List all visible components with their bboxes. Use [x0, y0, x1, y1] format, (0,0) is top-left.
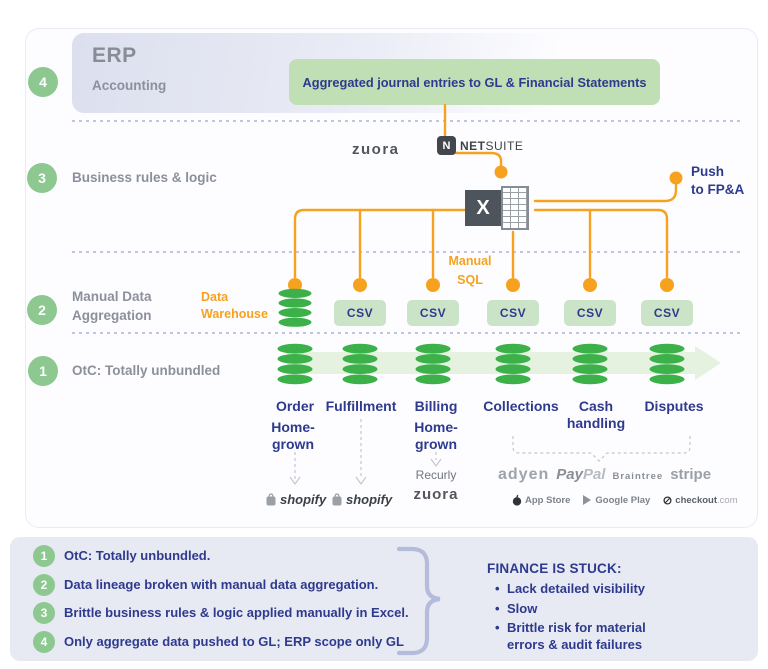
push-line2: to FP&A — [691, 182, 745, 197]
netsuite-net: NET — [460, 138, 486, 153]
csv-box-1: CSV — [334, 300, 386, 326]
summary-item-3: Brittle business rules & logic applied m… — [64, 605, 409, 620]
layer-2-label: Manual Data Aggregation — [72, 287, 152, 325]
layer-1-label: OtC: Totally unbundled — [72, 363, 221, 378]
google-play-text: Google Play — [595, 494, 651, 506]
database-icon-fulfillment — [342, 343, 378, 385]
stage-label-cash-handling: Cash handling — [566, 398, 626, 431]
netsuite-wordmark: NETSUITE — [460, 139, 523, 153]
csv-box-4: CSV — [564, 300, 616, 326]
finance-bullet-1: Lack detailed visibility — [495, 581, 657, 598]
stage-label-billing: Billing — [414, 398, 458, 414]
checkout-circle-icon — [663, 495, 672, 505]
stage-label-fulfillment: Fulfillment — [325, 398, 397, 414]
push-to-fpa-label: Push to FP&A — [691, 163, 744, 199]
layer-3-badge: 3 — [27, 163, 57, 193]
app-store-logo: App Store — [512, 494, 570, 506]
excel-x-pane: X — [465, 190, 501, 226]
summary-item-1: OtC: Totally unbundled. — [64, 548, 211, 563]
shopify-bag-icon — [332, 493, 342, 506]
excel-sheet-grid — [501, 186, 529, 230]
database-icon-order — [277, 343, 313, 385]
summary-item-4: Only aggregate data pushed to GL; ERP sc… — [64, 634, 404, 649]
zuora-logo: zuora — [352, 141, 400, 158]
paypal-pay: Pay — [556, 466, 583, 483]
finance-stuck-title: FINANCE IS STUCK: — [487, 561, 622, 576]
layer-2-badge: 2 — [27, 295, 57, 325]
app-store-logos-row: App Store Google Play checkout.com — [512, 494, 738, 506]
manual-sql-line1: Manual — [448, 254, 492, 268]
play-triangle-icon — [583, 495, 592, 505]
push-line1: Push — [691, 164, 725, 179]
summary-badge-2: 2 — [33, 574, 55, 596]
layer-3-label: Business rules & logic — [72, 170, 217, 185]
stage-label-disputes: Disputes — [644, 398, 704, 414]
database-icon-disputes — [649, 343, 685, 385]
braintree-logo: Braintree — [612, 471, 664, 482]
shopify-bag-icon — [266, 493, 276, 506]
finance-stuck-bullets: Lack detailed visibility Slow Brittle ri… — [495, 581, 657, 656]
paypal-logo: PayPal — [556, 466, 605, 483]
finance-bullet-3: Brittle risk for material errors & audit… — [495, 620, 657, 653]
data-warehouse-label: Data Warehouse — [201, 289, 268, 323]
apple-icon — [512, 494, 522, 506]
layer-2-label-line2: Aggregation — [72, 308, 152, 323]
stripe-logo: stripe — [670, 466, 712, 483]
excel-icon: X — [465, 184, 533, 232]
app-store-text: App Store — [525, 494, 571, 506]
csv-box-3: CSV — [487, 300, 539, 326]
process-arrow-head — [695, 346, 721, 380]
layer-1-badge: 1 — [28, 356, 58, 386]
shopify-wordmark: shopify — [346, 492, 393, 507]
shopify-logo-order: shopify — [265, 492, 326, 507]
shopify-wordmark: shopify — [280, 492, 327, 507]
summary-badge-1: 1 — [33, 545, 55, 567]
csv-box-2: CSV — [407, 300, 459, 326]
shopify-logo-fulfillment: shopify — [331, 492, 392, 507]
checkout-tld: .com — [717, 494, 738, 506]
netsuite-icon: N — [437, 136, 456, 155]
summary-item-2: Data lineage broken with manual data agg… — [64, 577, 379, 592]
recurly-logo: Recurly — [415, 468, 457, 482]
homegrown-label-billing: Home-grown — [414, 419, 458, 452]
paypal-pal: Pal — [582, 466, 606, 483]
database-icon-collections — [495, 343, 531, 385]
database-icon-warehouse — [278, 288, 312, 327]
finance-bullet-2: Slow — [495, 601, 657, 618]
adyen-logo: adyen — [498, 466, 550, 483]
stage-label-collections: Collections — [483, 398, 559, 414]
payment-logos-row: adyen PayPal Braintree stripe — [498, 466, 711, 484]
stage-label-order: Order — [275, 398, 315, 414]
zuora-logo-billing: zuora — [413, 486, 459, 503]
aggregated-journal-banner: Aggregated journal entries to GL & Finan… — [289, 59, 660, 105]
manual-sql-label: Manual SQL — [438, 252, 502, 290]
database-icon-billing — [415, 343, 451, 385]
checkout-text: checkout.com — [675, 495, 737, 506]
google-play-logo: Google Play — [583, 495, 650, 506]
brace-shape — [396, 546, 441, 656]
data-warehouse-line2: Warehouse — [201, 307, 268, 321]
layer-4-badge: 4 — [28, 67, 58, 97]
netsuite-suite: SUITE — [485, 138, 524, 153]
erp-subtitle: Accounting — [92, 78, 167, 93]
layer-2-label-line1: Manual Data — [72, 289, 152, 304]
checkout-word: checkout — [675, 494, 718, 506]
manual-sql-line2: SQL — [457, 273, 483, 287]
data-warehouse-line1: Data — [201, 290, 229, 304]
database-icon-cash — [572, 343, 608, 385]
netsuite-logo: N NETSUITE — [437, 136, 523, 155]
csv-box-5: CSV — [641, 300, 693, 326]
erp-title: ERP — [92, 44, 137, 67]
homegrown-label-order: Home-grown — [271, 419, 315, 452]
checkout-logo: checkout.com — [663, 495, 738, 506]
summary-badge-4: 4 — [33, 631, 55, 653]
summary-badge-3: 3 — [33, 602, 55, 624]
